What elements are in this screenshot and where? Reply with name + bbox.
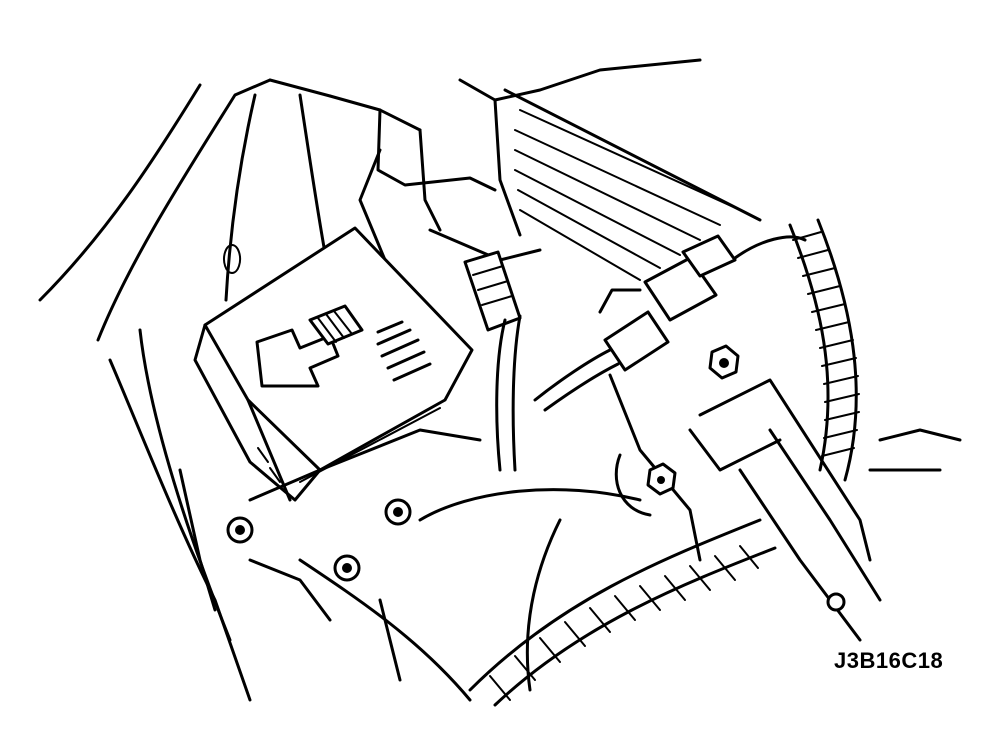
vent-slots — [376, 320, 432, 382]
bolt-icon — [333, 554, 361, 582]
mounting-bracket — [608, 373, 882, 642]
fasteners — [226, 344, 846, 612]
cowl-structure — [358, 58, 762, 281]
connector — [463, 250, 522, 472]
harness-conduit-lower — [468, 518, 777, 707]
bolt-icon — [826, 592, 846, 612]
nut-icon — [646, 462, 677, 496]
harness-conduit-right — [788, 218, 860, 482]
nut-icon — [708, 344, 740, 380]
arrow-icon — [255, 328, 340, 388]
figure-code-label: J3B16C18 — [834, 648, 944, 673]
bolt-icon — [226, 516, 254, 544]
bolt-icon — [384, 498, 412, 526]
control-module — [193, 226, 474, 502]
lower-housing — [248, 428, 962, 702]
